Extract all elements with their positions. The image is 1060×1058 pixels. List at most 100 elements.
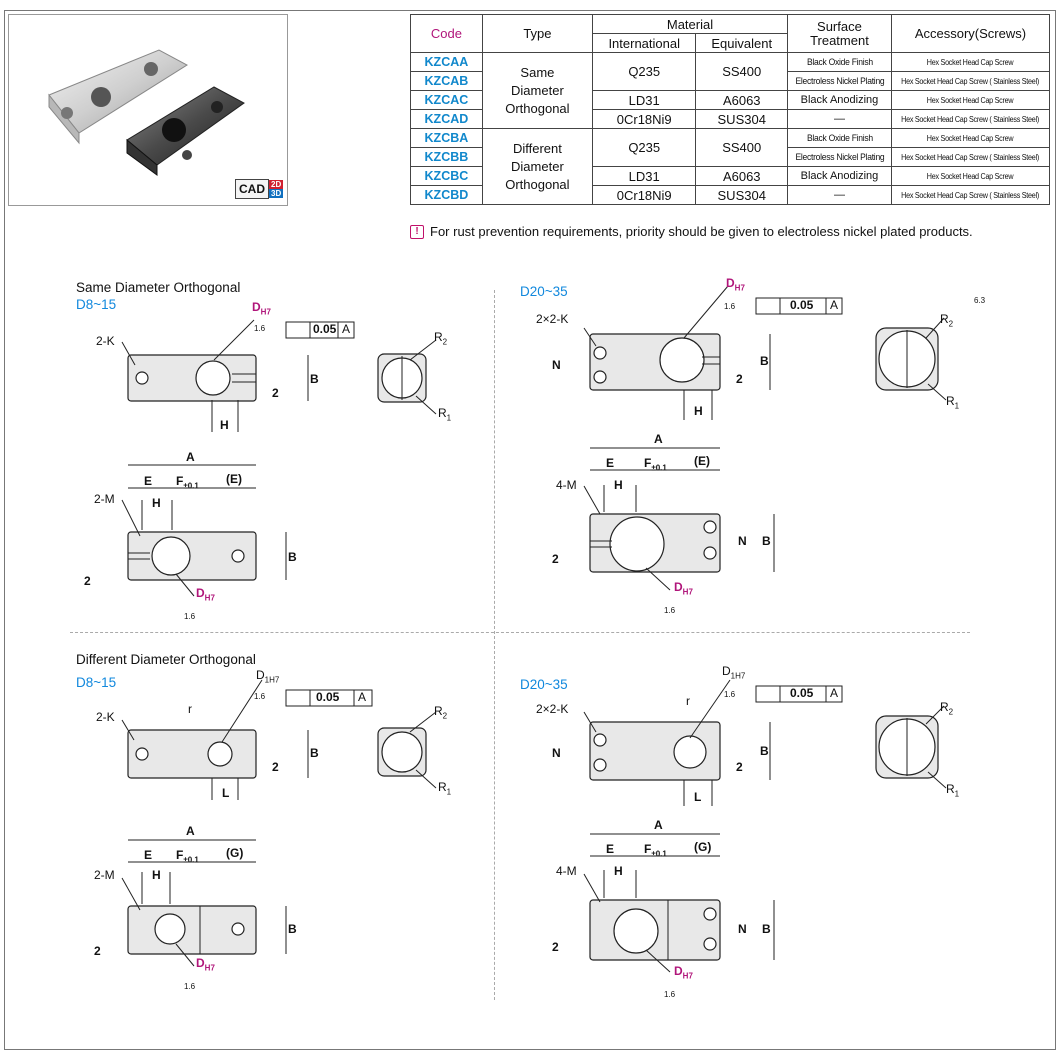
label-d1h7-b: D1H7 [722,664,746,681]
label-d1h7-a: D1H7 [256,668,280,685]
r1-e: R1 [438,780,452,797]
row-surface: Black Anodizing [787,166,892,186]
b-b: B [288,550,297,564]
label-dh7-a: DH7 [252,300,271,317]
cad-label: CAD [235,179,269,199]
l-b: L [694,790,702,804]
h-b: H [152,496,161,510]
label-dh7-f: DH7 [674,964,693,981]
col-equivalent: Equivalent [695,33,789,53]
datum-g: A [830,686,839,700]
rough-f: 1.6 [184,982,196,991]
rough-e: 1.6 [254,692,266,701]
row-intl: LD31 [591,90,697,110]
e-g: E [606,842,615,856]
rough-b: 1.6 [184,612,196,621]
n-a: N [552,358,561,372]
row-code[interactable]: KZCAA [410,52,483,72]
eparen-a: (E) [226,472,242,486]
n-d: N [738,922,747,936]
h-a: H [220,418,229,432]
h-c: H [694,404,703,418]
b-c: B [760,354,769,368]
tol-g: 0.05 [790,686,814,700]
same-diameter-title: Same Diameter Orthogonal [76,280,241,295]
row-equiv: SS400 [695,52,789,91]
h-d: H [614,478,623,492]
two-c: 2 [736,372,743,386]
two-b: 2 [84,574,91,588]
label-dh7-d: DH7 [674,580,693,597]
r1-g: R1 [946,782,960,799]
two-e: 2 [272,760,279,774]
two-g: 2 [736,760,743,774]
label-dh7-b: DH7 [196,586,215,603]
a-a: A [186,450,195,464]
section-divider-horizontal [70,632,970,633]
row-equiv: SUS304 [695,185,789,205]
e-a: E [144,474,153,488]
rough-a: 1.6 [254,324,266,333]
datum-a: A [342,322,351,336]
tol-c: 0.05 [790,298,814,312]
eparen-c: (E) [694,454,710,468]
diff-small-range: D8~15 [76,675,117,690]
different-diameter-title: Different Diameter Orthogonal [76,652,256,667]
label-2m-b: 2-M [94,868,115,882]
label-4m-b: 4-M [556,864,577,878]
tol-a: 0.05 [313,322,337,336]
f-g: F±0.1 [644,842,667,859]
same-large-range: D20~35 [520,284,568,299]
a-g: A [654,818,663,832]
l-a: L [222,786,230,800]
label-22k-b: 2×2-K [536,702,569,716]
two-h: 2 [552,940,559,954]
row-surface: — [787,185,892,205]
f-a: F±0.1 [176,474,199,491]
e-e: E [144,848,153,862]
b-h: B [762,922,771,936]
label-dh7-e: DH7 [196,956,215,973]
n-c: N [552,746,561,760]
same-small-range: D8~15 [76,297,117,312]
row-equiv: SS400 [695,128,789,167]
b-d: B [762,534,771,548]
h-e: H [152,868,161,882]
b-f: B [288,922,297,936]
row-code[interactable]: KZCBD [410,185,483,205]
two-a: 2 [272,386,279,400]
section-divider-vertical [494,290,495,1000]
label-r-a: r [188,702,192,716]
label-4m-a: 4-M [556,478,577,492]
h-g: H [614,864,623,878]
b-e: B [310,746,319,760]
page-frame [4,10,1056,1050]
spec-table: Code Type Material Surface Treatment Acc… [410,14,1051,205]
row-code[interactable]: KZCBB [410,147,483,167]
cad-3d: 3D [269,189,284,198]
diff-large-range: D20~35 [520,677,568,692]
a-c: A [654,432,663,446]
label-2k-b: 2-K [96,710,115,724]
warning-icon: ! [410,224,424,239]
row-code[interactable]: KZCAC [410,90,483,110]
b-g: B [760,744,769,758]
datum-e: A [358,690,367,704]
f-e: F±0.1 [176,848,199,865]
label-22k-a: 2×2-K [536,312,569,326]
cad-2d: 2D [269,180,284,189]
row-intl: Q235 [591,128,697,167]
row-intl: Q235 [591,52,697,91]
col-surface: Surface Treatment [787,14,892,53]
datum-c: A [830,298,839,312]
rough-h: 1.6 [664,990,676,999]
row-code[interactable]: KZCAB [410,71,483,91]
row-intl: LD31 [591,166,697,186]
